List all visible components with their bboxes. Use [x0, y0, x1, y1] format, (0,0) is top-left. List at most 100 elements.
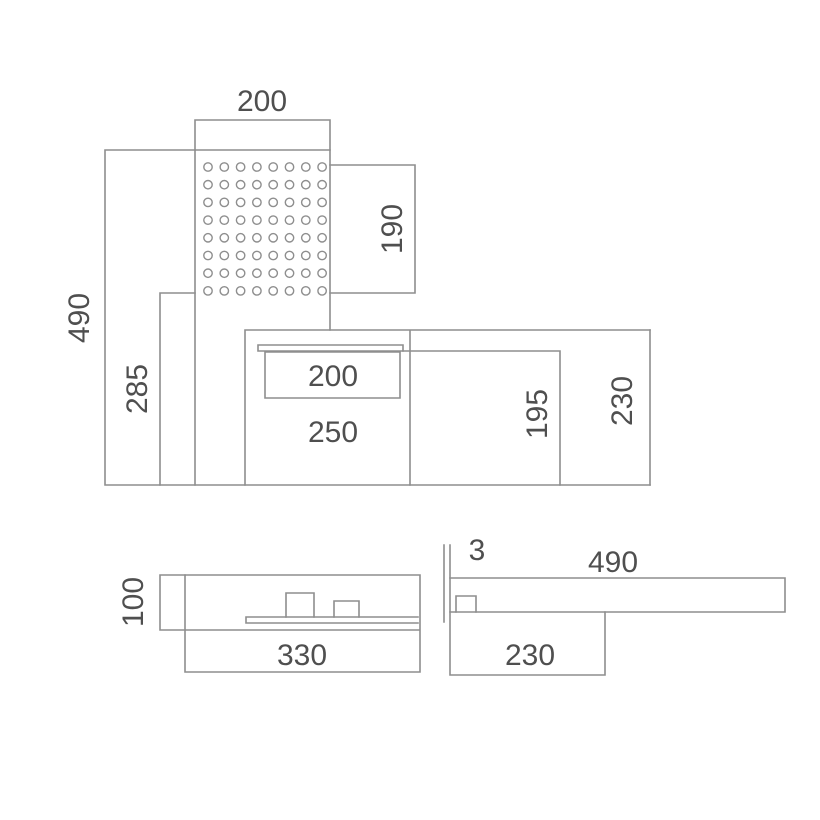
bottom-view-outline	[184, 574, 421, 673]
perforation-dot	[317, 268, 327, 279]
perforation-dot	[300, 215, 311, 226]
perforation-dot	[300, 162, 311, 172]
perforation-dot	[219, 162, 230, 172]
dim-label-opening-width: 200	[308, 360, 358, 393]
dim-label-bottom-height: 100	[117, 577, 150, 627]
height-490-dimension-lines	[104, 149, 651, 486]
height-190-dimension-lines	[329, 164, 416, 294]
perforation-dot	[219, 215, 230, 226]
perforation-dot	[203, 285, 213, 296]
height-285-dimension-lines	[159, 292, 196, 486]
perforation-dot	[219, 232, 230, 243]
perforation-dot	[219, 268, 230, 279]
dim-label-lower-height: 285	[121, 364, 154, 414]
dim-label-width-top: 200	[237, 85, 287, 118]
dim-label-side-width: 490	[588, 546, 638, 579]
perforation-dot	[235, 250, 246, 261]
perforation-dot	[219, 285, 230, 296]
perforation-dot	[268, 197, 279, 208]
bottom-view-knob-left	[285, 592, 315, 618]
height-195-dimension-lines	[402, 350, 561, 486]
perforation-dot	[251, 215, 262, 226]
dim-label-bottom-width: 330	[277, 639, 327, 672]
perforation-dot	[317, 179, 327, 190]
perforation-dot	[251, 250, 262, 261]
perforation-dot	[300, 250, 311, 261]
perforation-dot	[235, 232, 246, 243]
perforation-dot	[300, 285, 311, 296]
bottom-view: 100 330	[117, 574, 421, 673]
dim-label-perforation-height: 190	[376, 204, 409, 254]
perforation-dot	[300, 232, 311, 243]
perforation-dot	[235, 268, 246, 279]
perforation-dot	[317, 285, 327, 296]
perforation-dot	[203, 179, 213, 190]
perforation-dot	[284, 197, 295, 208]
shelf-outline	[244, 329, 651, 486]
dim-label-thickness: 3	[469, 534, 486, 567]
perforation-dot	[284, 232, 295, 243]
perforation-dot	[235, 162, 246, 172]
perforation-dot	[317, 162, 327, 172]
perforation-dot	[284, 179, 295, 190]
perforation-dot	[219, 179, 230, 190]
perforation-dot	[251, 268, 262, 279]
perforation-dot	[203, 162, 213, 172]
perforation-dot	[203, 215, 213, 226]
perforation-dot	[203, 268, 213, 279]
perforation-dot	[268, 215, 279, 226]
bottom-view-shelf-board	[245, 616, 419, 624]
dim-label-height-total: 490	[63, 293, 96, 343]
dim-label-shelf-height: 230	[606, 376, 639, 426]
perforation-dot	[284, 268, 295, 279]
dim-label-inner-height: 195	[521, 389, 554, 439]
perforation-dot	[317, 250, 327, 261]
side-view-top-plate	[449, 577, 786, 613]
side-view-back-panel	[443, 544, 451, 623]
perforation-dot	[235, 197, 246, 208]
perforation-dot	[219, 250, 230, 261]
perforation-dot	[284, 250, 295, 261]
perforation-dot	[284, 162, 295, 172]
dim-label-side-depth: 230	[505, 639, 555, 672]
side-view: 3 490 230	[443, 534, 786, 676]
front-view: 200 490 285 190 200 250 195 230	[63, 85, 651, 486]
side-view-depth-box	[449, 611, 606, 676]
perforation-dot	[317, 197, 327, 208]
perforation-dot	[300, 197, 311, 208]
perforation-dot	[235, 179, 246, 190]
perforation-dot	[268, 162, 279, 172]
perforation-dot	[300, 268, 311, 279]
perforation-dot	[251, 179, 262, 190]
perforation-dot	[203, 197, 213, 208]
perforation-dot	[300, 179, 311, 190]
dim-label-shelf-width: 250	[308, 416, 358, 449]
perforation-dot	[268, 268, 279, 279]
perforation-dot	[268, 232, 279, 243]
bottom-view-knob-right	[333, 600, 360, 618]
perforation-dot	[268, 179, 279, 190]
perforation-dot	[203, 250, 213, 261]
shelf-lip-lines	[257, 344, 404, 352]
perforation-dot	[317, 232, 327, 243]
height-100-dimension-lines	[159, 574, 186, 631]
perforation-dot	[251, 232, 262, 243]
perforation-dot	[251, 197, 262, 208]
perforation-dot	[268, 250, 279, 261]
perforation-dot	[235, 285, 246, 296]
perforation-dot	[284, 285, 295, 296]
side-view-knob	[455, 595, 477, 613]
perforation-dot	[251, 162, 262, 172]
perforation-dot	[219, 197, 230, 208]
perforation-dot	[284, 215, 295, 226]
perforation-dot	[268, 285, 279, 296]
perforation-dot	[317, 215, 327, 226]
perforation-dot	[251, 285, 262, 296]
shelf-opening-outline	[264, 351, 401, 399]
perforation-grid	[203, 162, 327, 296]
perforated-panel-outline	[194, 149, 331, 486]
perforation-dot	[235, 215, 246, 226]
front-top-dimension-lines	[194, 119, 331, 151]
